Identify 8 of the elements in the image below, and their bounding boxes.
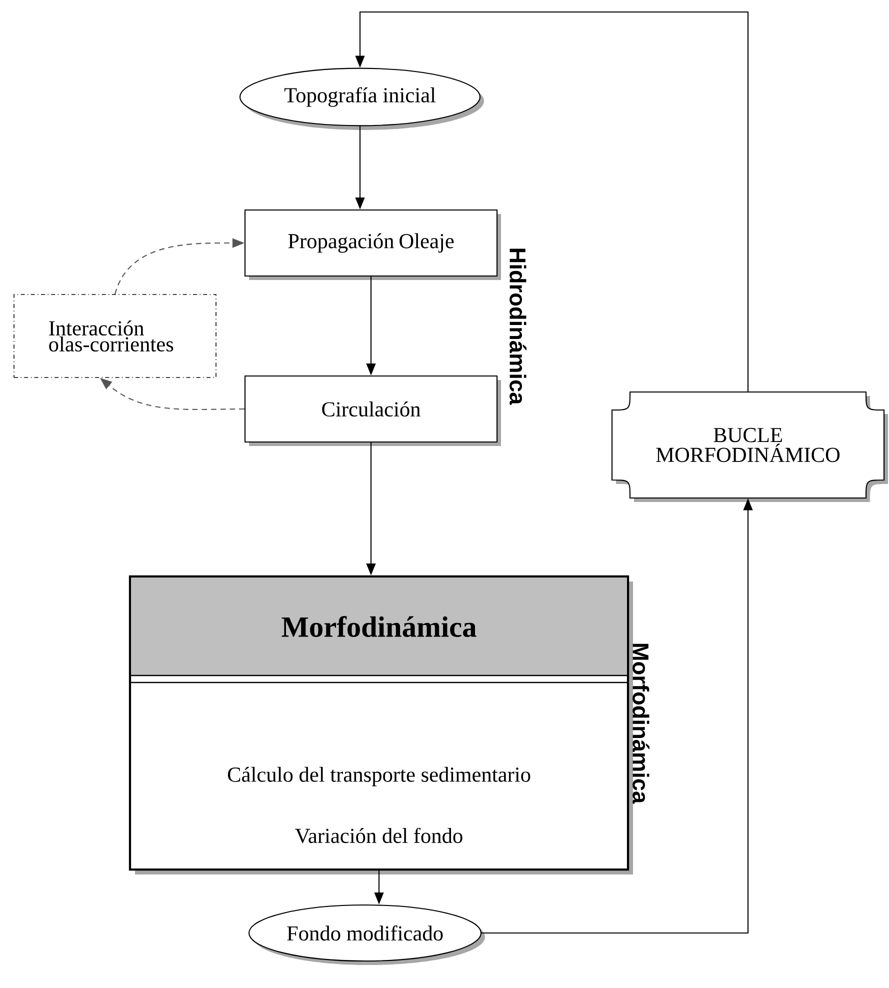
process-box: Morfodinámica Cálculo del transporte sedimentario Variación del fondo Morfodinámica [128, 575, 650, 874]
arrow [355, 11, 749, 392]
process-box: Propagación Oleaje [244, 209, 501, 280]
node-label: Morfodinámica [632, 644, 650, 804]
section-label: Hidrodinámica [510, 248, 526, 405]
loop-box: BUCLE MORFODINÁMICO [611, 391, 888, 502]
dashed-box: Interacción olas-corrientes [14, 294, 216, 378]
process-box: Circulación [244, 375, 501, 446]
